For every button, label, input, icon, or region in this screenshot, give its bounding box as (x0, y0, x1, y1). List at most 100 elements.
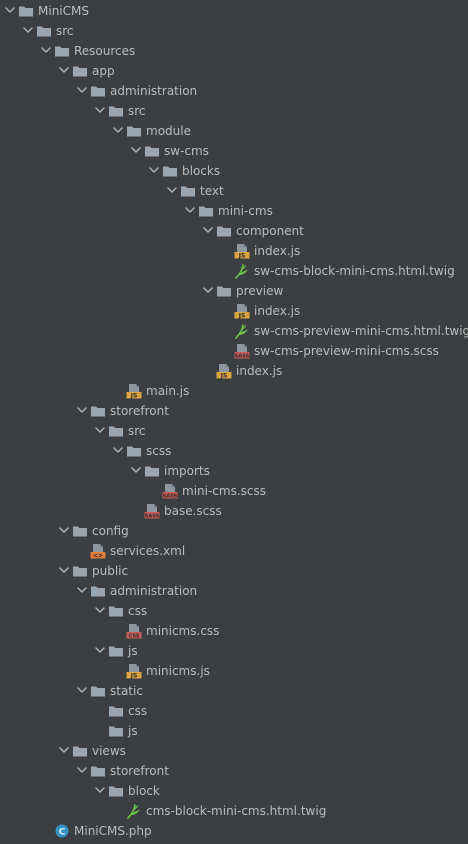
tree-folder-row[interactable]: text (0, 181, 468, 201)
tree-item-label: imports (164, 464, 210, 478)
chevron-down-icon[interactable] (58, 64, 70, 76)
tree-item-label: MiniCMS.php (74, 824, 152, 838)
folder-icon (144, 143, 160, 159)
folder-icon (162, 163, 178, 179)
chevron-down-icon[interactable] (202, 224, 214, 236)
tree-folder-row[interactable]: module (0, 121, 468, 141)
tree-folder-row[interactable]: views (0, 741, 468, 761)
chevron-down-icon[interactable] (130, 464, 142, 476)
tree-item-label: cms-block-mini-cms.html.twig (146, 804, 327, 818)
tree-file-row[interactable]: SASS mini-cms.scss (0, 481, 468, 501)
chevron-down-icon[interactable] (148, 164, 160, 176)
chevron-down-icon[interactable] (166, 184, 178, 196)
chevron-down-icon[interactable] (76, 584, 88, 596)
tree-folder-row[interactable]: Resources (0, 41, 468, 61)
tree-folder-row[interactable]: block (0, 781, 468, 801)
chevron-down-icon[interactable] (94, 784, 106, 796)
sass-file-icon: SASS (144, 503, 160, 519)
tree-item-label: preview (236, 284, 284, 298)
tree-folder-row[interactable]: mini-cms (0, 201, 468, 221)
chevron-down-icon[interactable] (112, 444, 124, 456)
tree-folder-row[interactable]: static (0, 681, 468, 701)
folder-icon (108, 783, 124, 799)
chevron-down-icon[interactable] (76, 764, 88, 776)
js-file-icon: JS (234, 303, 250, 319)
tree-folder-row[interactable]: css (0, 701, 468, 721)
tree-file-row[interactable]: sw-cms-block-mini-cms.html.twig (0, 261, 468, 281)
chevron-down-icon[interactable] (94, 644, 106, 656)
chevron-down-icon[interactable] (130, 144, 142, 156)
tree-file-row[interactable]: <>services.xml (0, 541, 468, 561)
tree-folder-row[interactable]: src (0, 421, 468, 441)
tree-item-label: storefront (110, 404, 169, 418)
js-file-icon: JS (126, 383, 142, 399)
folder-icon (216, 283, 232, 299)
folder-icon (108, 423, 124, 439)
tree-folder-row[interactable]: sw-cms (0, 141, 468, 161)
tree-file-row[interactable]: C MiniCMS.php (0, 821, 468, 841)
folder-icon (90, 83, 106, 99)
tree-item-label: module (146, 124, 191, 138)
chevron-down-icon[interactable] (58, 744, 70, 756)
chevron-down-icon[interactable] (76, 684, 88, 696)
tree-folder-row[interactable]: js (0, 721, 468, 741)
chevron-down-icon[interactable] (4, 4, 16, 16)
chevron-down-icon[interactable] (76, 84, 88, 96)
tree-file-row[interactable]: cms-block-mini-cms.html.twig (0, 801, 468, 821)
chevron-down-icon[interactable] (202, 284, 214, 296)
folder-icon (108, 703, 124, 719)
svg-text:JS: JS (220, 373, 228, 380)
tree-item-label: blocks (182, 164, 221, 178)
chevron-down-icon[interactable] (76, 404, 88, 416)
tree-folder-row[interactable]: blocks (0, 161, 468, 181)
chevron-down-icon[interactable] (94, 424, 106, 436)
chevron-down-icon[interactable] (112, 124, 124, 136)
svg-text:SASS: SASS (235, 354, 250, 360)
chevron-down-icon[interactable] (94, 104, 106, 116)
tree-folder-row[interactable]: config (0, 521, 468, 541)
folder-icon (108, 643, 124, 659)
tree-file-row[interactable]: sw-cms-preview-mini-cms.html.twig (0, 321, 468, 341)
tree-folder-row[interactable]: scss (0, 441, 468, 461)
tree-folder-row[interactable]: administration (0, 81, 468, 101)
tree-folder-row[interactable]: src (0, 101, 468, 121)
chevron-down-icon[interactable] (40, 44, 52, 56)
folder-icon (18, 3, 34, 19)
tree-item-label: component (236, 224, 304, 238)
tree-folder-row[interactable]: css (0, 601, 468, 621)
tree-folder-row[interactable]: app (0, 61, 468, 81)
folder-icon (90, 403, 106, 419)
js-file-icon: JS (126, 663, 142, 679)
svg-text:CSS: CSS (129, 634, 140, 640)
tree-folder-row[interactable]: js (0, 641, 468, 661)
tree-folder-row[interactable]: src (0, 21, 468, 41)
tree-item-label: base.scss (164, 504, 222, 518)
tree-folder-row[interactable]: MiniCMS (0, 1, 468, 21)
svg-text:<>: <> (93, 553, 103, 560)
tree-folder-row[interactable]: imports (0, 461, 468, 481)
tree-folder-row[interactable]: storefront (0, 401, 468, 421)
tree-folder-row[interactable]: storefront (0, 761, 468, 781)
chevron-down-icon[interactable] (58, 564, 70, 576)
chevron-down-icon[interactable] (94, 604, 106, 616)
svg-text:SASS: SASS (163, 494, 178, 500)
folder-icon (54, 43, 70, 59)
chevron-down-icon[interactable] (58, 524, 70, 536)
tree-folder-row[interactable]: public (0, 561, 468, 581)
tree-item-label: sw-cms (164, 144, 209, 158)
tree-folder-row[interactable]: preview (0, 281, 468, 301)
tree-folder-row[interactable]: administration (0, 581, 468, 601)
chevron-down-icon[interactable] (184, 204, 196, 216)
svg-text:C: C (59, 828, 66, 838)
tree-item-label: mini-cms.scss (182, 484, 266, 498)
tree-folder-row[interactable]: component (0, 221, 468, 241)
chevron-down-icon[interactable] (22, 24, 34, 36)
tree-file-row[interactable]: SASS base.scss (0, 501, 468, 521)
